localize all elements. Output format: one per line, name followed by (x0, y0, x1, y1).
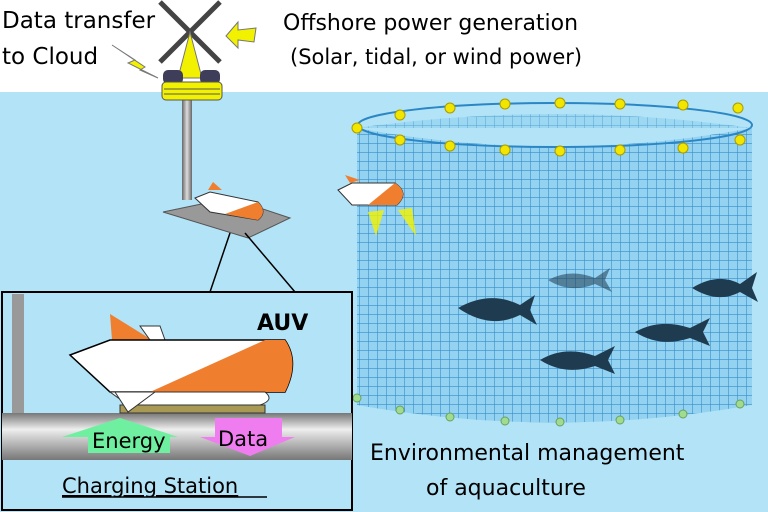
env-management-label-2: of aquaculture (426, 476, 586, 501)
energy-label: Energy (92, 429, 166, 453)
offshore-power-label: Offshore power generation (283, 11, 578, 36)
fish (692, 272, 758, 302)
swimming-auv (337, 175, 416, 236)
float-buoys (351, 97, 746, 157)
env-management-label: Environmental management (370, 441, 685, 466)
data-transfer-label-2: to Cloud (2, 44, 98, 70)
fish (548, 268, 612, 292)
fish-net-cage (357, 102, 753, 423)
sonar-beam (368, 210, 384, 236)
antenna-unit (200, 70, 220, 84)
pipe (2, 413, 352, 460)
sinker-weights (352, 393, 745, 427)
power-buoy (158, 0, 223, 101)
fish-group (458, 268, 758, 374)
data-label: Data (218, 427, 268, 451)
auv-closeup (68, 314, 294, 413)
energy-input-arrow-icon (225, 20, 257, 50)
offshore-power-sub-label: (Solar, tidal, or wind power) (290, 45, 582, 69)
charging-station-inset (1, 291, 353, 511)
wireless-lightning-icon (111, 44, 159, 79)
fish (458, 295, 537, 325)
sonar-beam (398, 208, 416, 236)
charging-station-label: Charging Station (62, 474, 238, 498)
docked-auv (194, 182, 264, 221)
energy-arrow (62, 418, 178, 453)
fish (635, 318, 710, 346)
data-arrow (200, 418, 295, 456)
data-transfer-label: Data transfer (2, 8, 156, 34)
antenna-unit (163, 70, 183, 84)
auv-label: AUV (257, 311, 308, 336)
station-pole (182, 100, 192, 200)
fish (540, 346, 615, 374)
